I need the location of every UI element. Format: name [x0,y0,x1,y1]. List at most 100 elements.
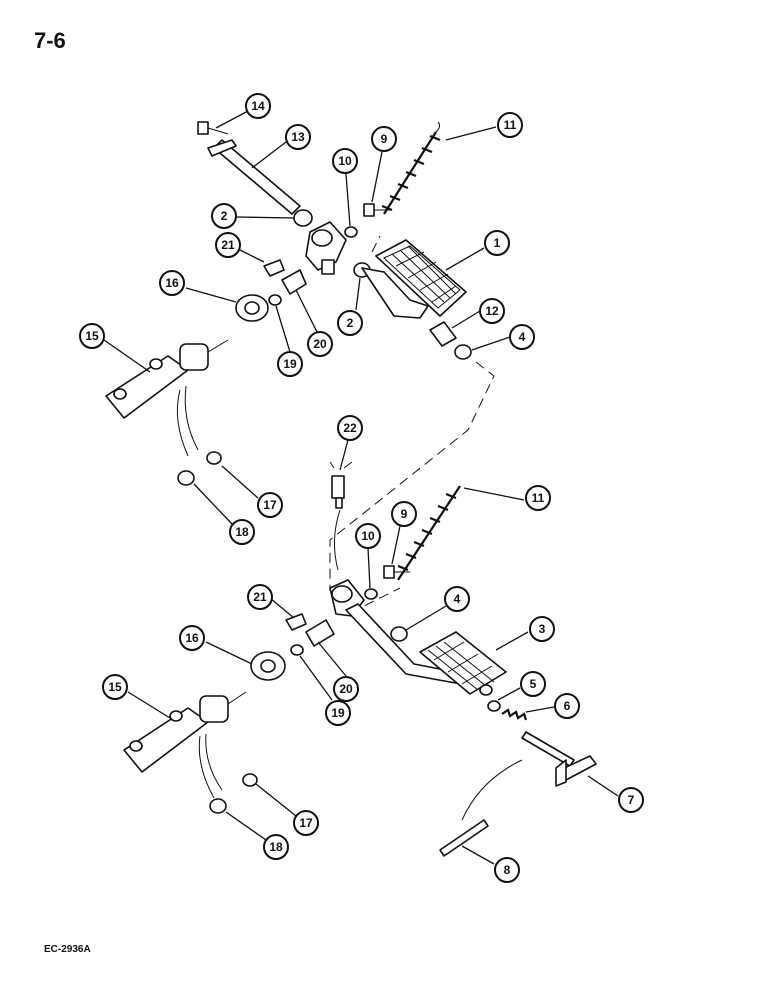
callout-21b: 21 [247,584,273,610]
svg-text:17: 17 [299,816,313,830]
detent-spring [501,708,528,721]
svg-text:4: 4 [454,592,461,606]
svg-text:19: 19 [283,357,297,371]
pivot-bolt [197,121,229,135]
leader-lines [103,109,619,865]
callout-18: 18 [229,519,255,545]
callout-20b: 20 [333,676,359,702]
svg-text:4: 4 [519,330,526,344]
svg-text:2: 2 [221,209,228,223]
callout-8: 8 [494,857,520,883]
callout-5: 5 [520,671,546,697]
clevis-lower [285,613,335,647]
svg-text:1: 1 [494,236,501,250]
svg-text:15: 15 [85,329,99,343]
callout-18b: 18 [263,834,289,860]
mounting-plate-lower [250,651,286,681]
callout-14: 14 [245,93,271,119]
svg-text:14: 14 [251,99,265,113]
washer-lower [242,773,258,787]
lever-rod [521,731,597,787]
callout-11b: 11 [525,485,551,511]
svg-text:21: 21 [221,238,235,252]
callout-10b: 10 [355,523,381,549]
pushrod-guide-line-upper [176,385,199,457]
clevis-bolt [363,203,392,217]
page-number: 7-6 [34,28,66,53]
svg-text:9: 9 [381,132,388,146]
pedal-hub [305,221,347,275]
reference-code: EC-2936A [44,944,91,955]
master-cylinder-lower [123,691,247,773]
callout-16: 16 [159,270,185,296]
svg-text:3: 3 [539,622,546,636]
bushing-upper [293,209,313,227]
return-spring [381,131,441,215]
svg-text:5: 5 [530,677,537,691]
nut-upper [177,470,195,486]
callout-19: 19 [277,351,303,377]
callout-15: 15 [79,323,105,349]
svg-text:8: 8 [504,863,511,877]
svg-text:20: 20 [313,337,327,351]
svg-text:7: 7 [628,793,635,807]
svg-text:2: 2 [347,316,354,330]
svg-text:11: 11 [504,118,517,132]
callout-1: 1 [484,230,510,256]
pedal-bushing [429,321,457,347]
callout-2: 2 [211,203,237,229]
callout-21: 21 [215,232,241,258]
svg-text:16: 16 [165,276,179,290]
svg-text:17: 17 [263,498,277,512]
brake-pedal-upper [361,239,467,319]
clutch-pedal-lower [345,603,507,696]
stop-light-switch [329,461,353,571]
mounting-plate-upper [235,294,269,322]
clevis-upper [263,259,307,295]
callout-7: 7 [618,787,644,813]
washer-upper [206,451,222,465]
callout-16b: 16 [179,625,205,651]
svg-text:22: 22 [343,421,357,435]
nut-lower [209,798,227,814]
callout-2b: 2 [337,310,363,336]
callout-4: 4 [509,324,535,350]
svg-text:10: 10 [361,529,375,543]
svg-text:15: 15 [108,680,122,694]
svg-text:13: 13 [291,130,305,144]
callout-9b: 9 [391,501,417,527]
clevis-bolt-lower [383,565,410,579]
jam-nut-upper [268,294,282,306]
callout-13: 13 [285,124,311,150]
jam-nut-lower [290,644,304,656]
callout-9: 9 [371,126,397,152]
svg-text:11: 11 [532,491,545,505]
lever-guide-line [461,759,523,821]
callout-19b: 19 [325,700,351,726]
svg-text:12: 12 [485,304,499,318]
svg-text:18: 18 [235,525,249,539]
callout-10: 10 [332,148,358,174]
master-cylinder-upper [105,339,229,419]
spacer-upper [454,344,472,360]
svg-text:9: 9 [401,507,408,521]
svg-text:19: 19 [331,706,345,720]
spacer-lower [390,626,408,642]
svg-text:18: 18 [269,840,283,854]
callout-17: 17 [257,492,283,518]
callout-12: 12 [479,298,505,324]
callout-6: 6 [554,693,580,719]
callout-4b: 4 [444,586,470,612]
callout-17b: 17 [293,810,319,836]
pushrod-guide-line-lower [198,733,223,799]
svg-text:16: 16 [185,631,199,645]
lock-nut-lower [364,588,378,600]
svg-text:10: 10 [338,154,352,168]
callout-3: 3 [529,616,555,642]
callout-15b: 15 [102,674,128,700]
return-spring-lower [397,485,461,581]
callout-22: 22 [337,415,363,441]
pivot-shaft [207,139,301,215]
svg-text:21: 21 [253,590,267,604]
